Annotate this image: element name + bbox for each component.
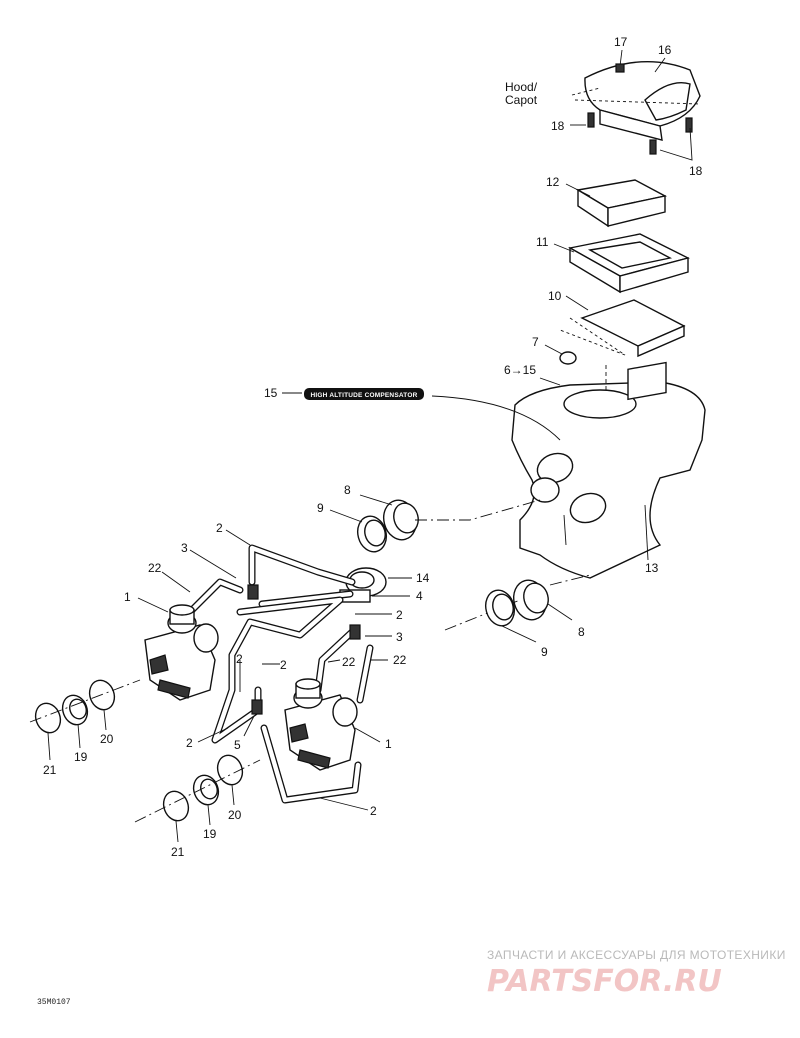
screw-icon xyxy=(649,139,657,155)
clamp-set-left xyxy=(29,679,141,761)
callout-2: 2 xyxy=(370,804,377,818)
compensator-label: HIGH ALTITUDE COMPENSATOR xyxy=(311,392,418,399)
hood-fastener-icon xyxy=(615,63,625,73)
callout-11: 11 xyxy=(536,235,549,249)
filter-frame xyxy=(553,233,690,294)
callout-14: 14 xyxy=(416,571,430,585)
altitude-compensator xyxy=(339,567,412,603)
filter-cover-plate xyxy=(559,295,686,358)
callout-22: 22 xyxy=(393,653,407,667)
callout-8: 8 xyxy=(578,625,585,639)
callout-15: 15 xyxy=(264,386,278,400)
callout-22: 22 xyxy=(342,655,356,669)
callout-13: 13 xyxy=(645,561,659,575)
watermark: ЗАПЧАСТИ И АКСЕССУАРЫ ДЛЯ МОТОТЕХНИКИ PA… xyxy=(487,948,786,999)
callout-21: 21 xyxy=(171,845,185,859)
callout-6-15: 6→15 xyxy=(504,363,536,377)
callout-8: 8 xyxy=(344,483,351,497)
callout-20: 20 xyxy=(228,808,242,822)
callout-18: 18 xyxy=(689,164,703,178)
callout-3: 3 xyxy=(396,630,403,644)
hood-label-line1: Hood/ xyxy=(505,80,538,94)
callout-2: 2 xyxy=(236,652,243,666)
callout-7: 7 xyxy=(532,335,539,349)
compensator-banner: HIGH ALTITUDE COMPENSATOR xyxy=(304,388,424,400)
air-filter-element xyxy=(565,179,668,228)
carburetor-upper xyxy=(137,597,219,701)
callout-16: 16 xyxy=(658,43,672,57)
callout-2: 2 xyxy=(186,736,193,750)
leader-lines xyxy=(161,529,392,811)
callout-3: 3 xyxy=(181,541,188,555)
adapter-upper xyxy=(359,494,541,541)
callout-10: 10 xyxy=(548,289,562,303)
air-intake-silencer xyxy=(282,361,706,579)
callout-4: 4 xyxy=(416,589,423,603)
hood-label-line2: Capot xyxy=(505,93,538,107)
callout-1: 1 xyxy=(385,737,392,751)
callout-9: 9 xyxy=(317,501,324,515)
clamp-set-bottom xyxy=(134,754,261,843)
callout-labels: Hood/ Capot 17 16 18 18 12 11 10 7 6→15 … xyxy=(43,35,703,859)
callout-17: 17 xyxy=(614,35,628,49)
callout-2: 2 xyxy=(216,521,223,535)
callout-18: 18 xyxy=(551,119,565,133)
tee-fittings xyxy=(247,584,361,715)
carburetor-lower xyxy=(284,678,381,771)
drawing-code: 35M0107 xyxy=(37,998,71,1007)
callout-19: 19 xyxy=(203,827,217,841)
callout-5: 5 xyxy=(234,738,241,752)
callout-2: 2 xyxy=(396,608,403,622)
watermark-brand: PARTSFOR.RU xyxy=(487,964,722,999)
callout-1: 1 xyxy=(124,590,131,604)
callout-20: 20 xyxy=(100,732,114,746)
vent-hoses xyxy=(186,544,374,804)
clamp-lower xyxy=(484,589,537,643)
grommet xyxy=(544,344,577,365)
callout-12: 12 xyxy=(546,175,560,189)
callout-2: 2 xyxy=(280,658,287,672)
clamp-upper xyxy=(329,509,388,553)
callout-21: 21 xyxy=(43,763,57,777)
callout-22: 22 xyxy=(148,561,162,575)
watermark-tagline: ЗАПЧАСТИ И АКСЕССУАРЫ ДЛЯ МОТОТЕХНИКИ xyxy=(487,948,786,962)
screw-icon xyxy=(587,112,595,128)
screw-icon xyxy=(685,117,693,133)
hood-assembly xyxy=(570,49,701,161)
adapter-lower xyxy=(444,574,591,631)
callout-19: 19 xyxy=(74,750,88,764)
callout-9: 9 xyxy=(541,645,548,659)
